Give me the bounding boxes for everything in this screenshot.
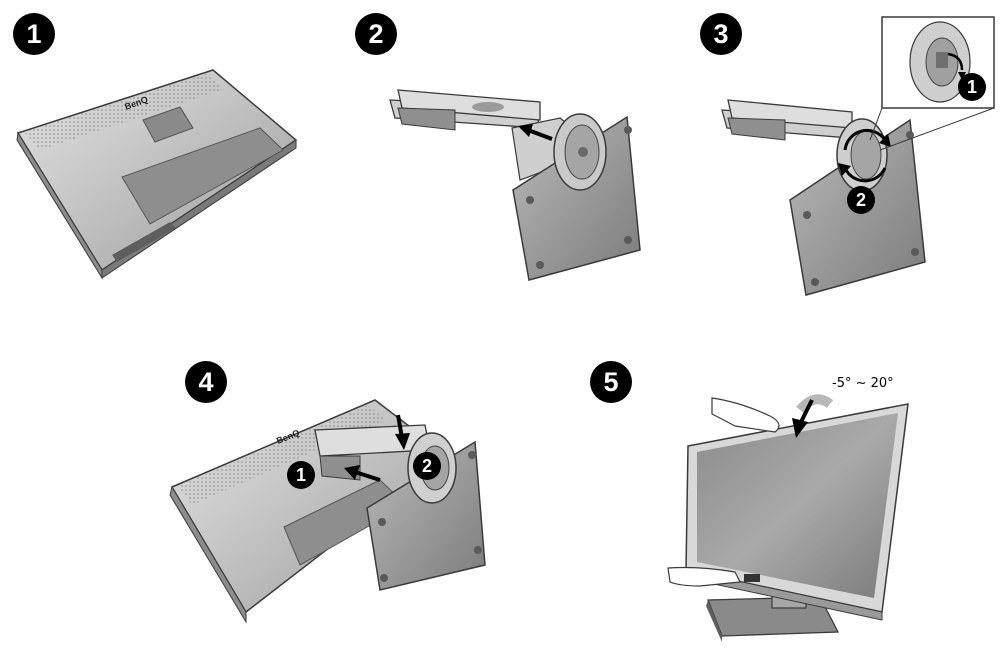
hand-top-icon xyxy=(711,397,780,433)
step1-monitor-back: BenQ xyxy=(16,69,298,280)
step4-attach-to-monitor: BenQ xyxy=(169,399,486,624)
step-badge-3: 3 xyxy=(700,13,742,55)
step2-stand-attach xyxy=(389,89,641,281)
step-badge-1: 1 xyxy=(13,13,55,55)
step4-callout-1: 1 xyxy=(287,461,315,489)
step-badge-4: 4 xyxy=(185,361,227,403)
step3-callout-1: 1 xyxy=(958,73,986,101)
tilt-range-label: -5° ~ 20° xyxy=(832,376,894,391)
down-arrow-icon xyxy=(395,414,410,450)
step-badge-2: 2 xyxy=(355,13,397,55)
step5-tilt-monitor xyxy=(667,394,909,642)
rotate-arrow-icon xyxy=(838,129,891,183)
step4-callout-2: 2 xyxy=(413,452,441,480)
tilt-arrow-icon xyxy=(792,394,834,438)
insert-arrow-icon xyxy=(518,124,553,141)
hand-bottom-icon xyxy=(667,566,741,587)
step-badge-5: 5 xyxy=(590,361,632,403)
step3-callout-2: 2 xyxy=(847,186,875,214)
push-arrow-icon xyxy=(344,465,381,482)
step3-lock-stand xyxy=(721,16,995,296)
